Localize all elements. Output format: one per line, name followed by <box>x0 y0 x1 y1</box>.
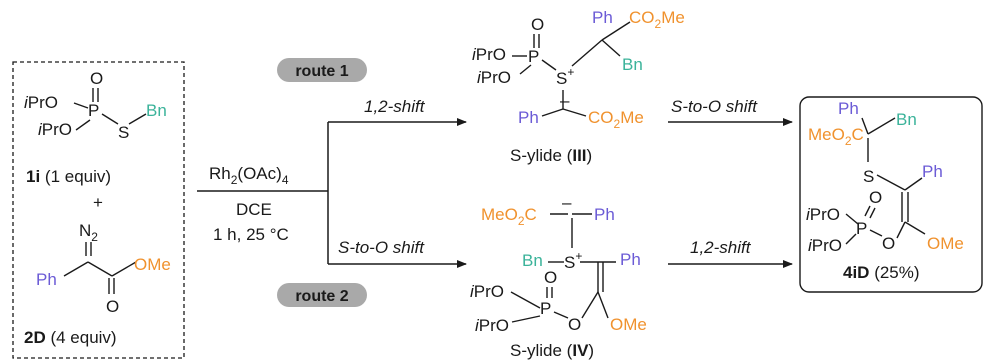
svg-text:Ph: Ph <box>594 205 615 224</box>
svg-text:1 h, 25 °C: 1 h, 25 °C <box>213 225 289 244</box>
svg-text:P: P <box>856 219 867 238</box>
route1-pill <box>277 58 367 82</box>
route2-label: route 2 <box>295 288 348 305</box>
product-label: 4iD (25%) <box>843 263 920 282</box>
svg-text:S: S <box>118 123 129 142</box>
product-4id-structure: Ph MeO2C Bn S Ph O iPrO P O OMe iPrO <box>806 99 964 255</box>
svg-text:Bn: Bn <box>622 55 643 74</box>
svg-text:DCE: DCE <box>236 200 272 219</box>
svg-text:iPrO: iPrO <box>477 68 511 87</box>
svg-text:O: O <box>90 69 103 88</box>
svg-text:Bn: Bn <box>896 110 917 129</box>
svg-text:iPrO: iPrO <box>475 316 509 335</box>
plus-sign: + <box>93 193 103 212</box>
compound-2d-label: 2D (4 equiv) <box>24 328 117 347</box>
svg-text:–: – <box>560 91 570 110</box>
svg-text:iPrO: iPrO <box>472 45 506 64</box>
svg-text:O: O <box>869 188 882 207</box>
svg-text:MeO2C: MeO2C <box>808 125 864 148</box>
svg-text:Ph: Ph <box>838 99 859 118</box>
svg-text:S: S <box>863 167 874 186</box>
svg-text:P: P <box>528 47 539 66</box>
product-box <box>799 96 983 293</box>
svg-text:Rh2(OAc)4: Rh2(OAc)4 <box>209 164 289 187</box>
svg-text:O: O <box>544 268 557 287</box>
intermediate-iv-label: S-ylide (IV) <box>510 341 594 360</box>
svg-text:OMe: OMe <box>134 255 171 274</box>
svg-text:Ph: Ph <box>592 8 613 27</box>
reagents-box <box>12 61 185 359</box>
svg-text:CO2Me: CO2Me <box>588 108 644 131</box>
svg-text:S+: S+ <box>556 65 574 88</box>
svg-text:iPrO: iPrO <box>808 236 842 255</box>
svg-text:Bn: Bn <box>522 251 543 270</box>
svg-text:P: P <box>540 299 551 318</box>
route1-label: route 1 <box>295 63 348 80</box>
svg-text:O: O <box>531 15 544 34</box>
svg-text:iPrO: iPrO <box>806 205 840 224</box>
svg-text:Ph: Ph <box>620 250 641 269</box>
svg-text:iPrO: iPrO <box>38 120 72 139</box>
svg-text:Ph: Ph <box>36 270 57 289</box>
svg-text:O: O <box>106 297 119 316</box>
route2-pill <box>277 283 367 307</box>
svg-text:O: O <box>882 234 895 253</box>
svg-text:O: O <box>568 315 581 334</box>
svg-text:–: – <box>562 193 572 212</box>
intermediate-iii-label: S-ylide (III) <box>510 146 592 165</box>
svg-text:P: P <box>88 101 99 120</box>
svg-text:OMe: OMe <box>927 234 964 253</box>
svg-text:CO2Me: CO2Me <box>629 8 685 31</box>
svg-text:iPrO: iPrO <box>24 93 58 112</box>
compound-1i-structure: O iPrO P S Bn iPrO <box>24 69 167 142</box>
iii-step-label: S-to-O shift <box>671 97 758 116</box>
compound-1i-label: 1i (1 equiv) <box>26 167 111 186</box>
reaction-conditions: Rh2(OAc)4 DCE 1 h, 25 °C <box>209 164 289 244</box>
route2-step-label: S-to-O shift <box>338 238 425 257</box>
svg-text:Ph: Ph <box>922 162 943 181</box>
intermediate-iv-structure: MeO2C – Ph Bn S+ Ph O iPrO P O OMe iPrO <box>470 193 647 335</box>
svg-text:iPrO: iPrO <box>470 282 504 301</box>
svg-text:MeO2C: MeO2C <box>481 205 537 228</box>
iv-step-label: 1,2-shift <box>690 238 752 257</box>
svg-text:Bn: Bn <box>146 101 167 120</box>
intermediate-iii-structure: O P iPrO iPrO S+ Ph CO2Me Bn – Ph CO2Me <box>472 8 685 131</box>
svg-text:OMe: OMe <box>610 315 647 334</box>
svg-text:S+: S+ <box>564 249 582 272</box>
svg-text:Ph: Ph <box>518 108 539 127</box>
compound-2d-structure: N2 Ph OMe O <box>36 221 171 316</box>
route1-step-label: 1,2-shift <box>364 97 426 116</box>
svg-text:N2: N2 <box>79 221 98 244</box>
